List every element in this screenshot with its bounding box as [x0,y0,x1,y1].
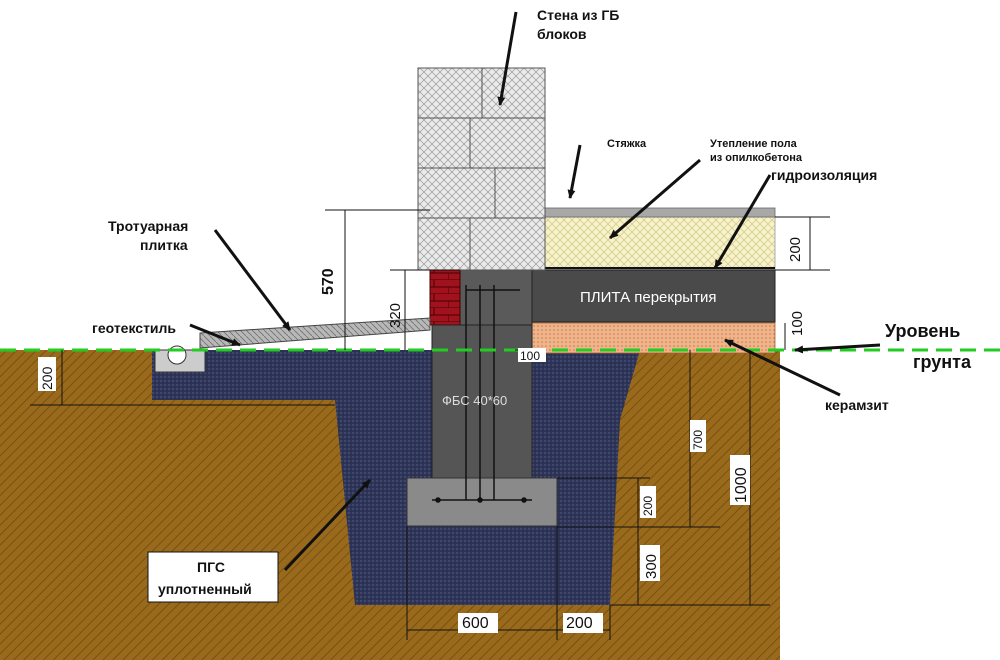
wall-label-line2: блоков [537,26,587,42]
dim-1000: 1000 [733,467,750,503]
dim-200-insulation: 200 [787,237,804,262]
screed-layer [544,207,776,218]
insulation-label-line2: из опилкобетона [710,152,803,164]
foundation-pad [406,477,558,527]
ground-level-label-line2: грунта [913,352,972,372]
ground-level-label-line1: Уровень [885,321,960,341]
rebar [432,285,532,503]
geotextile-label: геотекстиль [92,320,176,336]
pgs-label-box [147,551,279,603]
pgs-label-line1: ПГС [197,559,225,575]
dim-100-gap: 100 [520,349,540,363]
pgs-label-line2: уплотненный [158,581,252,597]
dim-700: 700 [691,430,705,450]
gas-block-wall [417,67,546,271]
insulation-label-line1: Утепление пола [710,138,798,150]
slab-label: ПЛИТА перекрытия [580,289,716,306]
expanded-clay-label: керамзит [825,397,889,413]
expanded-clay-layer [531,322,776,354]
dim-100-clay: 100 [789,311,806,336]
screed-label: Стяжка [607,138,647,150]
waterproofing-label: гидроизоляция [771,167,877,183]
dim-320: 320 [387,303,404,328]
block-label: ФБС 40*60 [442,393,507,408]
dim-570: 570 [320,268,337,295]
dim-200-bottom: 200 [566,615,593,632]
paving-tiles [199,317,431,349]
paving-label-line2: плитка [140,237,188,253]
dim-200-pad: 200 [641,496,655,516]
dim-600: 600 [462,615,489,632]
dim-200-left: 200 [39,366,55,390]
paving-label-line1: Тротуарная [108,218,188,234]
wall-label-line1: Стена из ГБ [537,7,619,23]
dim-300: 300 [643,554,660,579]
